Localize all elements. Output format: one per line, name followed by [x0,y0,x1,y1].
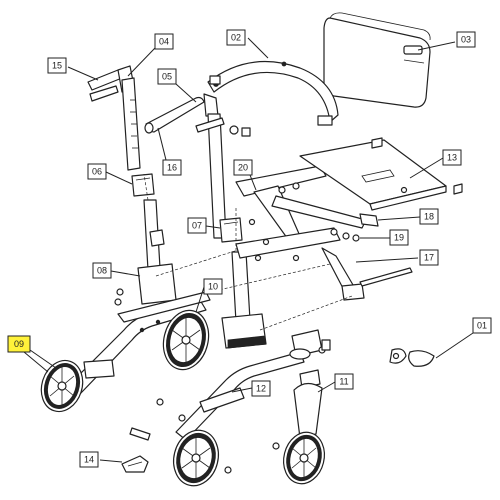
part-right-caster [289,329,331,439]
callout-04: 04 [154,33,174,50]
part-right-front-wheel [272,431,325,485]
part-clamp-middle [219,217,243,243]
callout-06-label: 06 [92,167,102,177]
callout-20-label: 20 [238,163,248,173]
callout-10: 10 [203,278,223,295]
part-brake-pad [121,455,149,473]
part-left-front-wheel [40,359,84,413]
callout-19: 19 [389,229,409,246]
callout-02: 02 [226,29,246,46]
part-left-side-frame [69,291,211,395]
callout-17: 17 [419,249,439,266]
callout-05-label: 05 [162,72,172,82]
callout-01-label: 01 [477,321,487,331]
callout-07: 07 [187,217,207,234]
callout-14-label: 14 [84,455,94,465]
callout-19-label: 19 [394,233,404,243]
callout-14: 14 [79,451,99,468]
callout-05: 05 [157,68,177,85]
part-back-strap [207,60,339,126]
callout-09: 09 [7,335,31,353]
part-seat-board [299,137,463,211]
callout-12: 12 [251,380,271,397]
callout-04-label: 04 [159,37,169,47]
part-left-rear-wheel [162,309,210,371]
callout-06: 06 [87,163,107,180]
part-clips [389,348,435,367]
part-seat-bag [323,12,431,108]
callout-12-label: 12 [256,384,266,394]
callout-11-label: 11 [339,377,348,387]
callout-02-label: 02 [231,33,241,43]
callout-08-label: 08 [97,266,107,276]
part-cross-frame [235,165,413,301]
callout-17-label: 17 [424,253,434,263]
callout-03-label: 03 [461,35,471,45]
callout-20: 20 [233,159,253,176]
callout-11: 11 [334,373,354,390]
callout-18-label: 18 [424,212,434,222]
callout-13: 13 [442,149,462,166]
callout-07-label: 07 [192,221,202,231]
callout-15: 15 [47,57,67,74]
callout-16-label: 16 [167,163,177,173]
leader-lines [23,37,474,463]
callout-10-label: 10 [208,282,218,292]
callout-01: 01 [472,317,492,334]
part-right-lower-tube [221,251,267,349]
part-right-rear-wheel [173,429,232,487]
part-clamp-upper [131,173,155,197]
callout-09-label: 09 [14,339,24,349]
part-left-handle [87,65,141,171]
callout-08: 08 [92,262,112,279]
part-right-handle [144,93,251,239]
part-right-side-frame [129,351,305,441]
callout-15-label: 15 [52,61,62,71]
callout-03: 03 [456,31,476,48]
callout-16: 16 [162,159,182,176]
callout-18: 18 [419,208,439,225]
part-left-lower-tube [114,199,177,306]
callout-13-label: 13 [447,153,457,163]
